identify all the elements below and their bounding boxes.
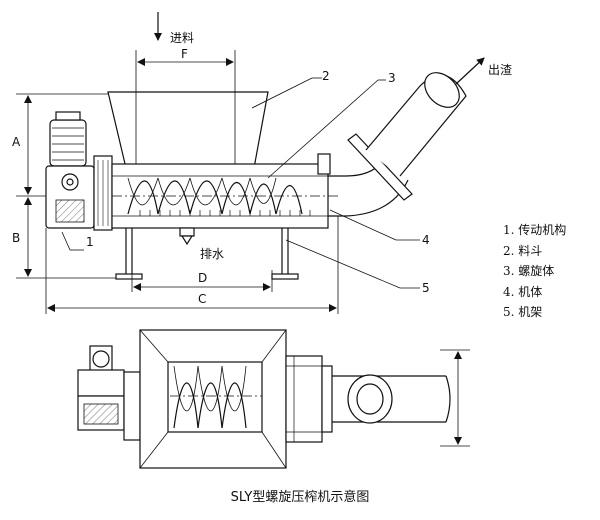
callout-2-label: 2 (322, 69, 330, 83)
legend-item: 2. 料斗 (503, 243, 543, 258)
plan-outlet-pipe (332, 374, 451, 424)
slag-out-arrow (455, 57, 485, 85)
callout-5-label: 5 (422, 281, 430, 295)
plan-dimension (440, 349, 470, 447)
dimension-f (135, 50, 236, 92)
plan-drive (77, 345, 141, 441)
gearbox (45, 155, 113, 231)
legend: 1. 传动机构 2. 料斗 3. 螺旋体 4. 机体 5. 机架 (503, 220, 566, 323)
callout-3-label: 3 (388, 71, 396, 85)
drive-motor (49, 111, 87, 167)
slag-out-label: 出渣 (488, 63, 512, 77)
dim-f-label: F (181, 47, 188, 61)
figure-caption: SLY型螺旋压榨机示意图 (230, 490, 370, 505)
discharge-section (317, 72, 467, 217)
dim-b-label: B (12, 231, 20, 245)
legend-item: 1. 传动机构 (503, 223, 567, 237)
legend-item: 5. 机架 (503, 305, 543, 319)
dim-c-label: C (198, 292, 206, 306)
legend-item: 3. 螺旋体 (503, 264, 555, 278)
dim-a-label: A (12, 135, 21, 149)
callout-leaders (251, 77, 420, 289)
drain-outlet (179, 227, 195, 246)
callout-4-label: 4 (422, 233, 430, 247)
plan-body (285, 355, 333, 443)
feed-in-label: 进料 (170, 31, 194, 45)
press-body (111, 163, 340, 229)
legend-item: 4. 机体 (503, 284, 543, 299)
drain-label: 排水 (200, 247, 224, 261)
plan-screw (170, 365, 262, 429)
hopper (107, 91, 269, 169)
screw-flights (127, 177, 303, 215)
callout-1-label: 1 (86, 235, 94, 249)
dimension-c-d (45, 216, 339, 314)
plan-hopper (139, 329, 287, 469)
dim-d-label: D (198, 271, 207, 285)
